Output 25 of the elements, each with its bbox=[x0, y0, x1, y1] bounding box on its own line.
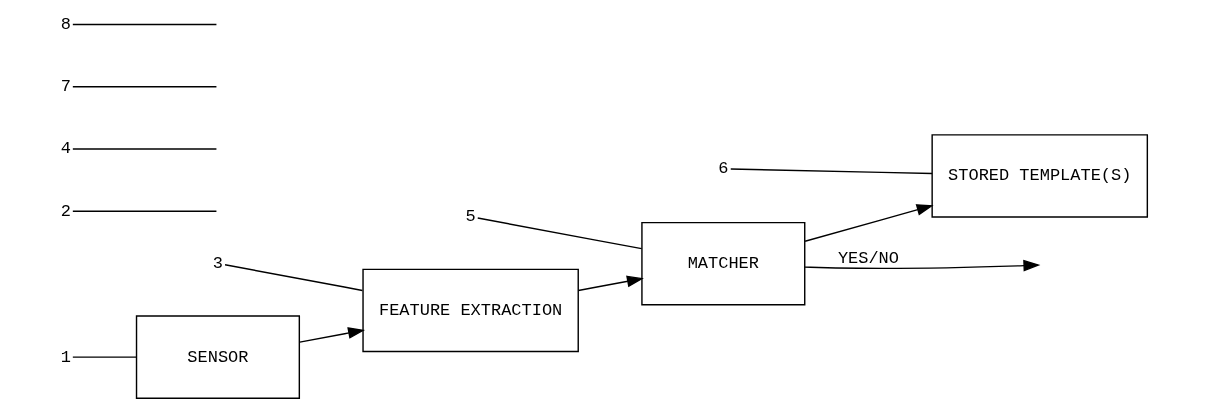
connector bbox=[224, 264, 364, 292]
node-text: 5 bbox=[465, 207, 476, 227]
connector bbox=[730, 168, 933, 175]
connector bbox=[72, 210, 218, 212]
arrow bbox=[804, 259, 1041, 272]
node-text: 2 bbox=[60, 201, 71, 221]
node-text: 3 bbox=[212, 254, 224, 274]
arrow bbox=[804, 204, 934, 242]
node-box: MATCHER bbox=[641, 221, 806, 306]
node-box: SENSOR bbox=[135, 315, 301, 399]
node-text: 8 bbox=[60, 14, 71, 34]
arrow bbox=[577, 275, 644, 292]
connector bbox=[72, 148, 218, 150]
connector bbox=[477, 217, 643, 250]
connector bbox=[72, 86, 218, 88]
node-box: STORED TEMPLATE(S) bbox=[931, 134, 1149, 218]
node-text: 4 bbox=[60, 139, 71, 159]
node-text: 6 bbox=[718, 159, 729, 179]
node-text: 1 bbox=[60, 347, 71, 367]
node-box: FEATURE EXTRACTION bbox=[362, 268, 579, 353]
arrow bbox=[299, 327, 366, 343]
node-text: 7 bbox=[60, 77, 71, 97]
edge-label: YES/NO bbox=[837, 249, 899, 269]
connector bbox=[72, 23, 218, 26]
connector bbox=[72, 356, 138, 358]
